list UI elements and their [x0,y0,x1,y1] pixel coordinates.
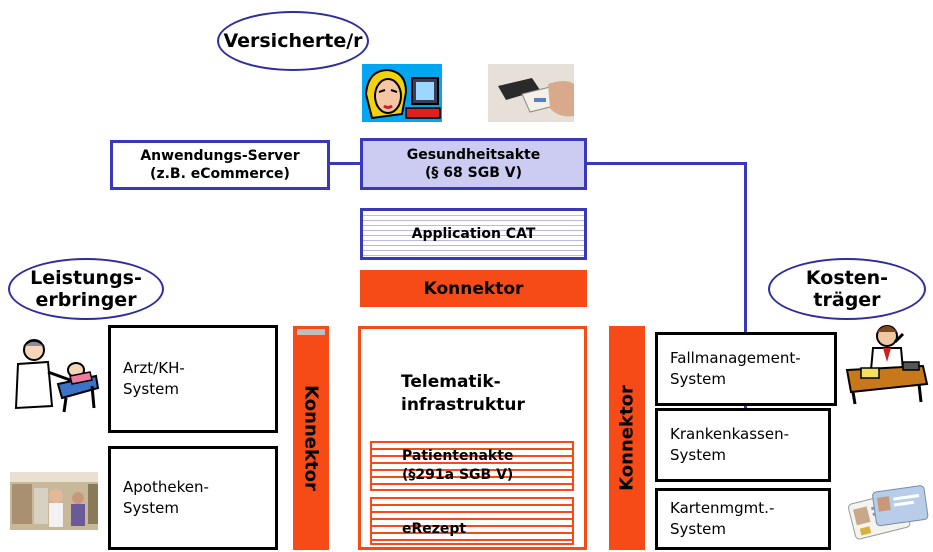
apotheken-line1: Apotheken- [123,478,209,496]
fallmanagement-line1: Fallmanagement- [670,349,801,367]
krankenkassen-line2: System [670,446,726,464]
konnektor-top-bar: Konnektor [360,270,587,307]
konnektor-left-cap [297,329,325,335]
kostentraeger-ellipse: Kosten- träger [768,258,926,320]
patientenakte-line2: (§291a SGB V) [402,467,514,483]
health-cards-icon [846,478,930,546]
apotheken-line2: System [123,499,179,517]
fallmanagement-line2: System [670,370,726,388]
kartenmgmt-line2: System [670,520,726,538]
telematik-line2: infrastruktur [401,395,525,415]
anwendungs-server-line1: Anwendungs-Server [140,148,300,164]
konnektor-right-label: Konnektor [616,385,638,491]
konnektor-top-label: Konnektor [423,278,524,299]
woman-at-computer-icon [362,64,442,122]
doctor-patient-icon [8,336,100,414]
telematik-line1: Telematik- [401,372,501,392]
versicherte-ellipse: Versicherte/r [217,11,369,71]
anwendungs-server-box: Anwendungs-Server (z.B. eCommerce) [110,140,330,190]
versicherte-label: Versicherte/r [223,30,363,52]
anwendungs-server-line2: (z.B. eCommerce) [150,166,290,182]
patientenakte-text: Patientenakte (§291a SGB V) [402,447,513,485]
gesundheitsakte-line2: (§ 68 SGB V) [425,165,522,181]
telematik-infrastruktur-box: Telematik- infrastruktur Patientenakte (… [358,326,587,550]
connector-line-vertical [744,162,747,334]
connector-line-horizontal [585,162,747,165]
leistungserbringer-line2: erbringer [35,289,137,311]
konnektor-left-label: Konnektor [300,385,322,491]
leistungserbringer-ellipse: Leistungs- erbringer [8,258,164,320]
apotheken-system-box: Apotheken- System [108,446,278,550]
pharmacy-photo-icon [10,472,98,530]
kartenmgmt-line1: Kartenmgmt.- [670,499,775,517]
card-reader-icon [488,64,574,122]
kostentraeger-line2: träger [813,289,881,311]
arzt-kh-system-box: Arzt/KH- System [108,325,278,433]
patientenakte-line1: Patientenakte [402,448,514,464]
konnektor-right-bar: Konnektor [609,326,645,550]
leistungserbringer-line1: Leistungs- [30,267,142,289]
gesundheitsakte-box: Gesundheitsakte (§ 68 SGB V) [360,138,587,190]
fallmanagement-system-box: Fallmanagement- System [655,332,837,406]
application-cat-label: Application CAT [411,226,536,242]
konnektor-left-bar: Konnektor [293,326,329,550]
erezept-label: eRezept [402,521,467,537]
gesundheitsakte-line1: Gesundheitsakte [406,147,541,163]
arzt-line1: Arzt/KH- [123,359,185,377]
telematik-title: Telematik- infrastruktur [401,371,525,417]
application-cat-box: Application CAT [360,208,587,260]
arzt-line2: System [123,380,179,398]
erezept-box: eRezept [370,497,574,545]
phone-clerk-icon [843,322,929,406]
patientenakte-box: Patientenakte (§291a SGB V) [370,441,574,491]
connector-line-anw-ges [330,162,362,165]
krankenkassen-system-box: Krankenkassen- System [655,408,831,482]
kartenmgmt-system-box: Kartenmgmt.- System [655,488,831,550]
kostentraeger-line1: Kosten- [805,267,889,289]
krankenkassen-line1: Krankenkassen- [670,425,789,443]
